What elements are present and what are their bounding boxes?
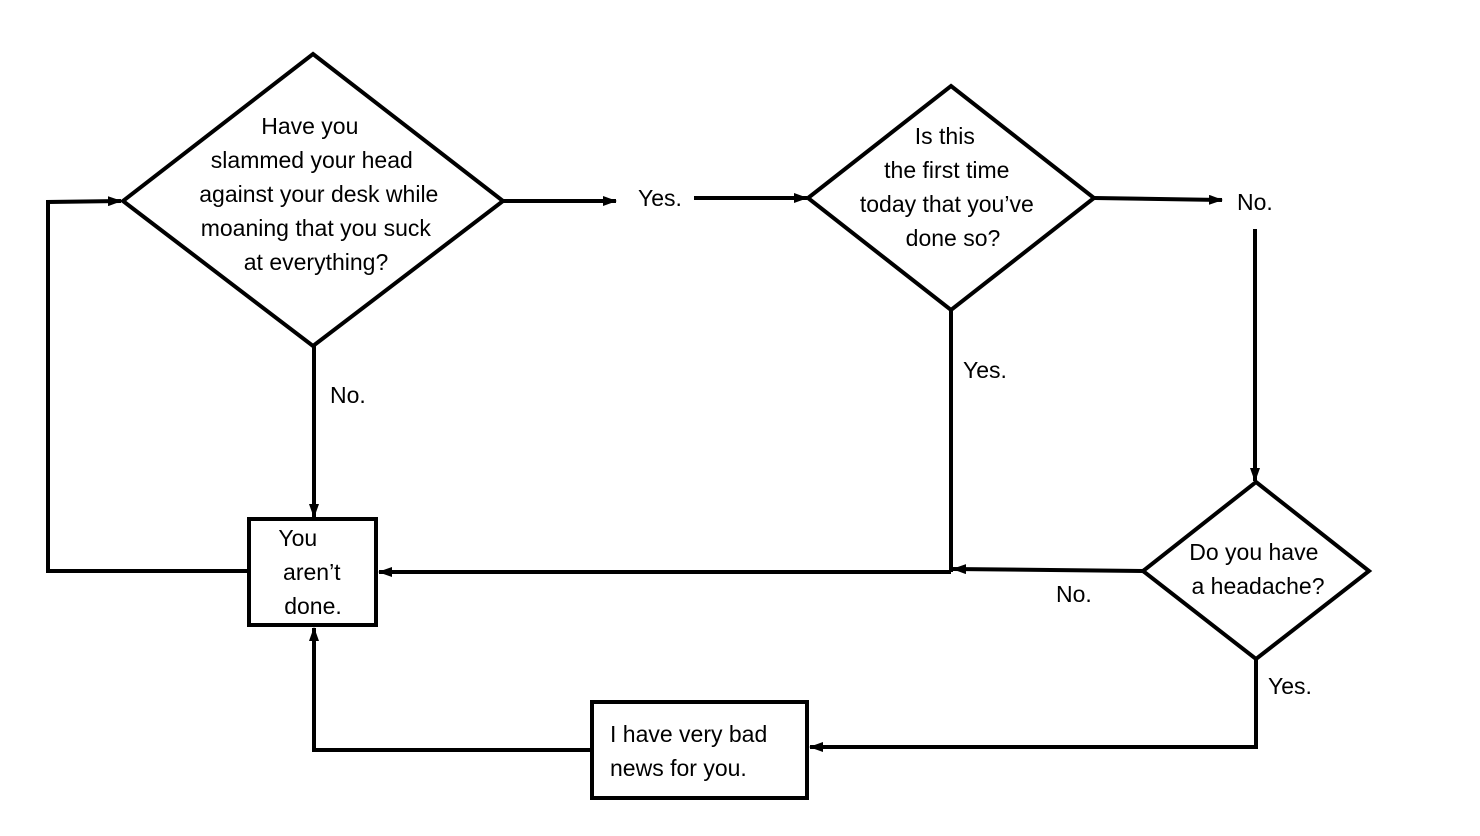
connector-headache-yes-to-bad-news [809,659,1258,752]
edge-label-slammed-no: No. [330,382,366,408]
edge-label-headache-yes: Yes. [1268,673,1312,699]
text-line: aren’t [283,559,341,585]
edge-label-slammed-yes: Yes. [638,185,682,211]
process-bad-news: I have very bad news for you. [590,700,809,800]
text-line: today that you’ve [860,191,1034,217]
text-line: the first time [884,157,1009,183]
text-line: Do you have [1189,539,1318,565]
process-bad-news-text: I have very bad news for you. [610,721,774,781]
text-line: at everything? [244,249,388,275]
connector-bad-news-to-not-done [309,627,591,752]
connector-first-time-to-no [1093,194,1223,205]
edge-label-headache-no: No. [1056,581,1092,607]
edge-label-first-time-yes: Yes. [963,357,1007,383]
text-line: moaning that you suck [201,215,432,241]
decision-first-time-text: Is this the first time today that you’ve… [860,123,1040,251]
decision-headache: Do you have a headache? [1139,479,1373,662]
text-line: news for you. [610,755,747,781]
edge-label-first-time-no: No. [1237,189,1273,215]
text-line: against your desk while [199,181,438,207]
decision-headache-text: Do you have a headache? [1189,539,1325,599]
text-line: I have very bad [610,721,767,747]
text-line: Is this [915,123,975,149]
process-not-done-text: You aren’t done. [278,525,347,619]
text-line: slammed your head [211,147,413,173]
decision-first-time: Is this the first time today that you’ve… [804,83,1098,313]
decision-slammed-head-text: Have you slammed your head against your … [199,113,444,275]
text-line: Have you [261,113,358,139]
connector-loop-back-to-slammed [46,196,249,573]
text-line: You [278,525,317,551]
text-line: a headache? [1191,573,1324,599]
connector-headache-no-to-junction [952,564,1144,575]
decision-slammed-head: Have you slammed your head against your … [119,51,507,349]
process-not-done: You aren’t done. [247,517,378,627]
text-line: done. [284,593,342,619]
text-line: done so? [906,225,1001,251]
